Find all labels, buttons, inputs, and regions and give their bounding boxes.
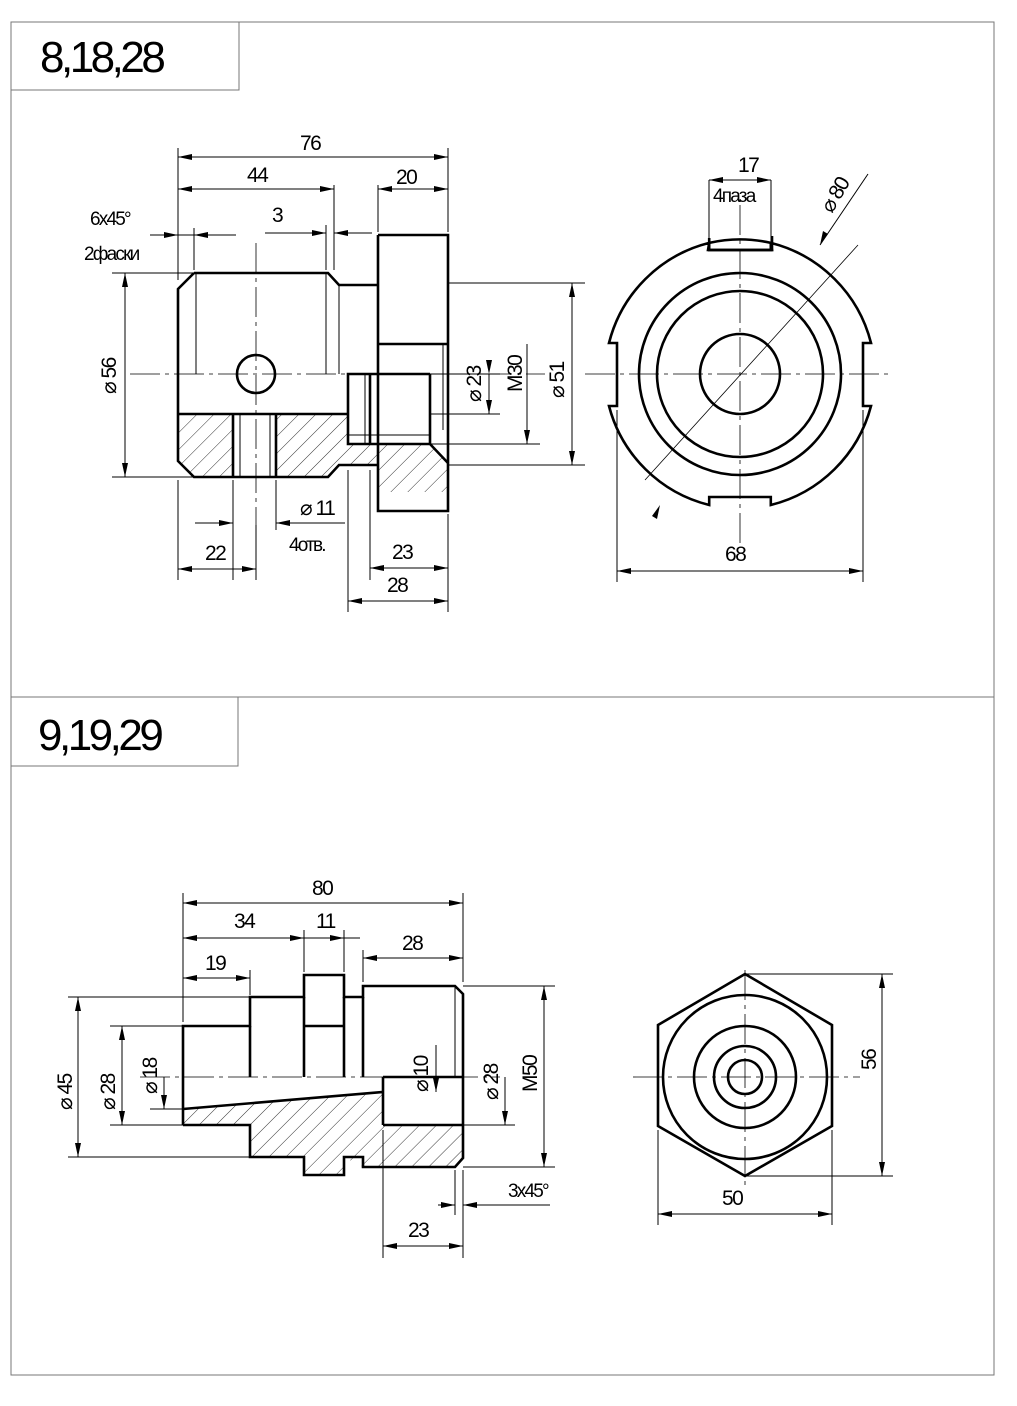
dim-hole-note: 4отв. <box>289 535 325 556</box>
dim-width-68: 68 <box>725 543 746 566</box>
dim-thread-m30: M30 <box>504 355 527 392</box>
dim-dia-23: ⌀ 23 <box>463 365 486 402</box>
section-1-title-box: 8,18,28 <box>10 21 240 91</box>
dim-chamfer-note: 2фаски <box>84 244 140 265</box>
dim-length-19: 19 <box>205 952 226 975</box>
dim-length-23: 23 <box>392 541 413 564</box>
section-1: 8,18,28 <box>10 21 890 612</box>
dim-dia-10: ⌀ 10 <box>410 1055 433 1092</box>
dim-slot-width: 17 <box>738 154 759 177</box>
part-1-side-dimensions: 17 4паза ⌀ 80 68 <box>616 154 869 582</box>
dim-dia-28-left: ⌀ 28 <box>97 1073 120 1110</box>
part-2-side-dimensions: 56 50 <box>657 973 893 1225</box>
dim-dia-28-right: ⌀ 28 <box>480 1063 503 1100</box>
dim-length-34: 34 <box>234 910 256 933</box>
dim-hole-dia: ⌀ 11 <box>300 497 335 520</box>
dim-chamfer: 6x45° <box>90 209 131 230</box>
dim-length-28: 28 <box>387 574 408 597</box>
dim-length-23-2: 23 <box>408 1219 429 1242</box>
dim-slot-note: 4паза <box>713 186 757 207</box>
dim-length-20: 20 <box>396 166 417 189</box>
dim-chamfer-2: 3x45° <box>508 1181 549 1202</box>
part-2-front-dimensions: 80 34 11 28 19 ⌀ 45 <box>54 877 555 1258</box>
section-1-title: 8,18,28 <box>40 33 164 82</box>
part-2-front-view <box>140 973 500 1177</box>
dim-dia-51: ⌀ 51 <box>546 361 569 398</box>
sheet-frames <box>10 21 995 1376</box>
dim-hex-width: 50 <box>722 1187 743 1210</box>
dim-dia-56: ⌀ 56 <box>98 357 121 394</box>
dim-hex-height: 56 <box>858 1049 881 1070</box>
dim-dia-45: ⌀ 45 <box>54 1073 77 1110</box>
section-2: 9,19,29 <box>10 696 893 1258</box>
dim-length-3: 3 <box>272 204 283 227</box>
dim-length-28-2: 28 <box>402 932 423 955</box>
dim-length-44: 44 <box>247 164 269 187</box>
part-1-front-dimensions: 76 44 20 3 6x45° 2фаски <box>84 132 585 612</box>
dim-thread-m50: M50 <box>519 1055 542 1092</box>
dim-dia-80: ⌀ 80 <box>816 173 854 216</box>
dim-dia-18: ⌀ 18 <box>139 1057 162 1094</box>
dim-length-11: 11 <box>316 910 336 933</box>
dim-total-length: 76 <box>300 132 321 155</box>
dim-total-length-2: 80 <box>312 877 333 900</box>
part-2-side-view <box>633 970 860 1185</box>
dim-length-22: 22 <box>205 542 226 565</box>
section-2-title-box: 9,19,29 <box>10 696 239 767</box>
section-2-title: 9,19,29 <box>38 711 162 760</box>
part-1-side-view <box>585 205 890 545</box>
